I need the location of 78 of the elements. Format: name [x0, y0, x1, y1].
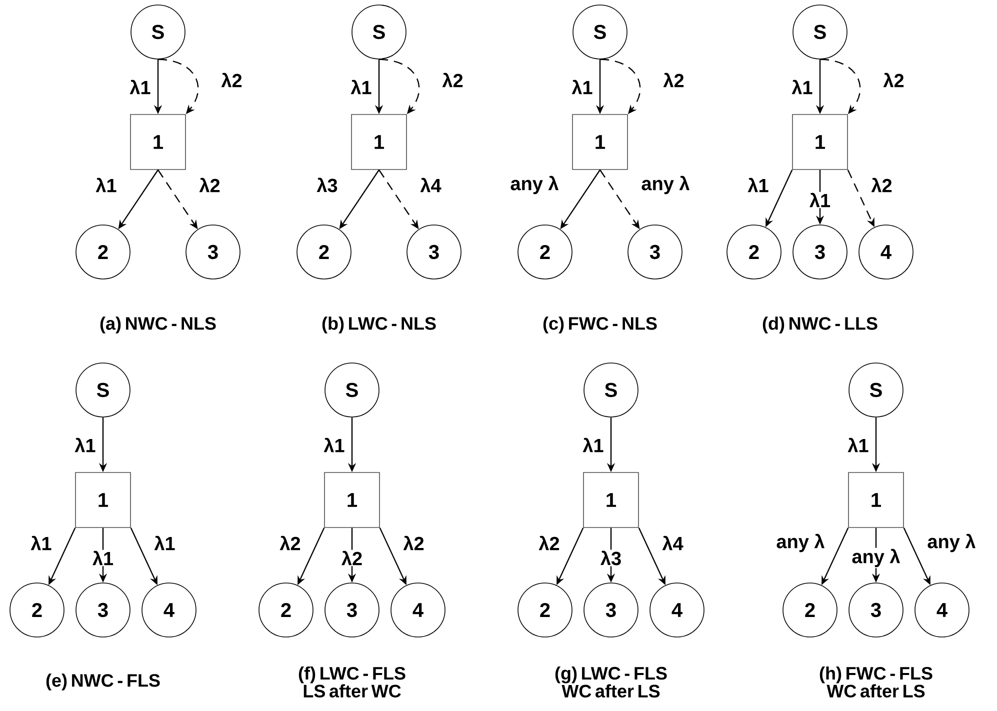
circle-node: 2: [782, 582, 838, 638]
edge-label: λ3: [316, 178, 338, 192]
circle-node: 3: [792, 224, 848, 280]
edge-label: λ1: [748, 178, 768, 192]
edge-label: λ1: [582, 438, 604, 452]
caption: (a) NWC - NLS: [100, 316, 216, 334]
edge-label: λ1: [572, 80, 592, 94]
edge-label: λ1: [324, 438, 344, 452]
circle-node: S: [76, 362, 130, 418]
circle-node: 4: [650, 582, 704, 638]
circle-node: 3: [584, 582, 638, 638]
circle-node: 3: [186, 224, 240, 280]
edge-label: λ2: [199, 178, 220, 192]
circle-node: 3: [406, 224, 462, 280]
circle-node: 2: [296, 224, 352, 280]
edge-label: λ1: [808, 192, 832, 208]
edge-label: λ2: [442, 72, 463, 88]
process-box: 1: [848, 472, 904, 528]
edge-label: any λ: [928, 534, 976, 552]
edge-label: λ3: [599, 550, 623, 566]
circle-node: 2: [10, 582, 64, 638]
edge-label: λ4: [420, 178, 442, 192]
caption: (c) FWC - NLS: [543, 316, 657, 334]
circle-node: S: [584, 362, 638, 418]
edge-label: any λ: [776, 534, 824, 552]
edge-label: λ1: [130, 80, 150, 94]
circle-node: S: [324, 362, 380, 418]
caption: (g) LWC - FLS WC after LS: [555, 666, 667, 698]
edge-label: λ1: [30, 536, 52, 550]
edge-label: any λ: [850, 548, 902, 568]
circle-node: 2: [726, 224, 782, 280]
edge-label: λ1: [96, 178, 116, 192]
edge-label: λ1: [154, 536, 175, 550]
circle-node: 4: [390, 582, 446, 638]
edge-label: λ2: [221, 72, 242, 88]
caption: (b) LWC - NLS: [322, 316, 436, 334]
edge-label: λ1: [792, 80, 812, 94]
edge-label: λ2: [403, 536, 424, 550]
edge-label: λ4: [662, 536, 684, 550]
circle-node: S: [130, 4, 186, 60]
circle-node: 4: [914, 582, 970, 638]
edge-label: λ2: [340, 550, 364, 566]
process-box: 1: [351, 114, 407, 170]
circle-node: 3: [628, 224, 682, 280]
edge-label: λ1: [74, 438, 96, 452]
circle-node: 2: [258, 582, 314, 638]
caption: (h) FWC - FLS WC after LS: [820, 666, 932, 698]
edge-label: λ2: [883, 72, 904, 88]
edge-label: λ2: [663, 72, 684, 88]
circle-node: S: [352, 4, 406, 60]
circle-node: S: [572, 4, 628, 60]
circle-node: 2: [76, 224, 130, 280]
caption: (f) LWC - FLS LS after WC: [298, 666, 406, 698]
edge-label: λ2: [538, 536, 560, 550]
process-box: 1: [792, 114, 848, 170]
circle-node: 3: [848, 582, 904, 638]
circle-node: 4: [858, 224, 914, 280]
process-box: 1: [572, 114, 628, 170]
edge-label: λ1: [848, 438, 868, 452]
circle-node: 2: [518, 582, 572, 638]
edge-label: any λ: [510, 176, 558, 194]
circle-node: S: [848, 362, 904, 418]
circle-node: 3: [76, 582, 130, 638]
circle-node: 2: [518, 224, 572, 280]
edge-label: λ2: [871, 178, 892, 192]
edge-label: any λ: [642, 176, 690, 194]
caption: (d) NWC - LLS: [762, 316, 878, 334]
edge-label: λ2: [280, 536, 300, 550]
circle-node: S: [792, 4, 848, 60]
edge-label: λ1: [350, 80, 372, 94]
caption: (e) NWC - FLS: [46, 674, 160, 690]
edge-label: λ1: [91, 550, 115, 566]
circle-node: 3: [324, 582, 380, 638]
process-box: 1: [130, 114, 186, 170]
process-box: 1: [324, 472, 380, 528]
process-box: 1: [75, 472, 131, 528]
process-box: 1: [583, 472, 639, 528]
circle-node: 4: [142, 582, 196, 638]
